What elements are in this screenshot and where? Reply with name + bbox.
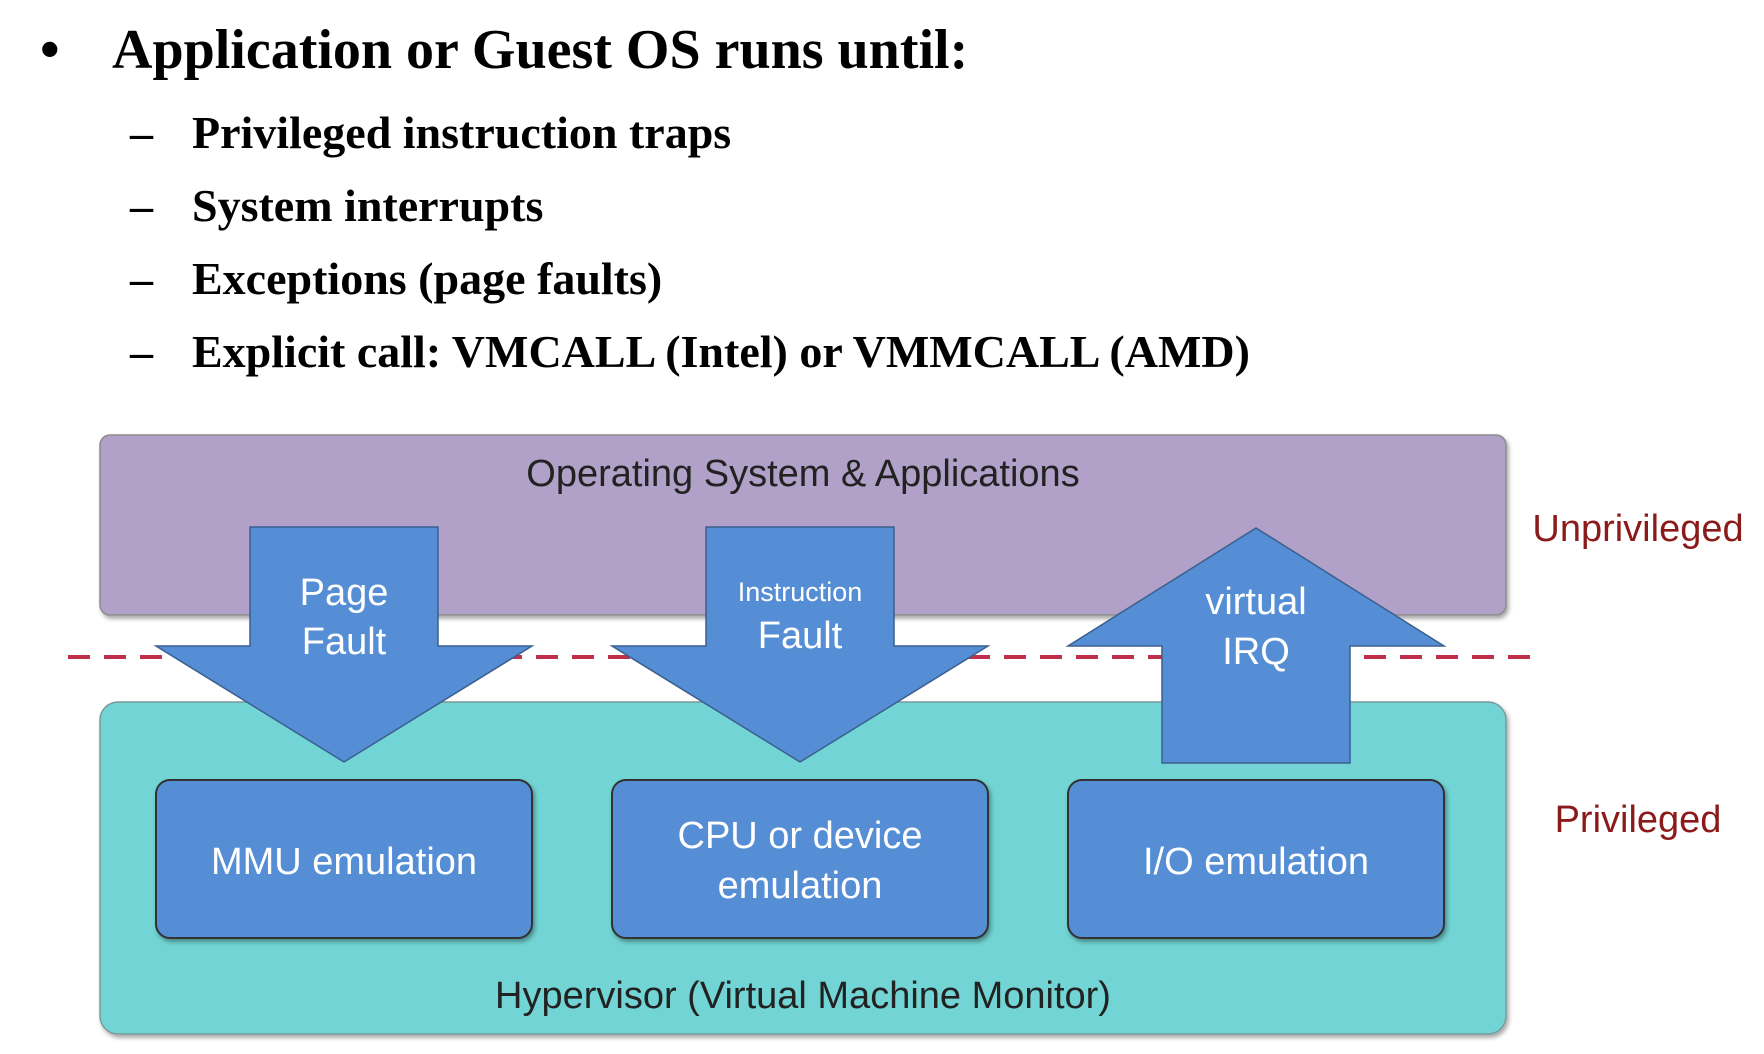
instruction-fault-arrow [609, 526, 991, 763]
cpu-emulation-box [611, 779, 989, 939]
cpu-emulation-label-line2: emulation [718, 865, 883, 907]
main-bullet: • Application or Guest OS runs until: [40, 14, 968, 86]
virtual-irq-label-line1: virtual [1205, 581, 1306, 623]
sub-bullet-text: System interrupts [192, 180, 544, 231]
sub-bullet-marker: – [130, 326, 153, 377]
page-fault-arrow [153, 526, 535, 763]
virtual-irq-arrow [1065, 527, 1447, 764]
io-emulation-label: I/O emulation [1143, 841, 1369, 883]
os-layer-label: Operating System & Applications [526, 453, 1079, 495]
bullet-list: •Application or Guest OS runs until: –Pr… [0, 0, 1764, 390]
sub-bullet-marker: – [130, 107, 153, 158]
io-emulation-box [1067, 779, 1445, 939]
virtual-irq-label-line2: IRQ [1222, 631, 1290, 673]
page-fault-label-line2: Fault [302, 621, 387, 663]
sub-bullet-marker: – [130, 253, 153, 304]
sub-bullet-item: –Privileged instruction traps [130, 96, 1250, 169]
bullet-marker: • [40, 19, 60, 81]
privileged-label: Privileged [1555, 799, 1722, 841]
unprivileged-label: Unprivileged [1532, 508, 1743, 550]
sub-bullet-item: –Exceptions (page faults) [130, 242, 1250, 315]
hypervisor-label: Hypervisor (Virtual Machine Monitor) [495, 975, 1111, 1017]
cpu-emulation-label-line1: CPU or device [678, 815, 923, 857]
instruction-fault-label-line1: Instruction [738, 577, 863, 607]
sub-bullet-marker: – [130, 180, 153, 231]
sub-bullet-list: –Privileged instruction traps –System in… [130, 96, 1250, 388]
main-bullet-text: Application or Guest OS runs until: [112, 19, 969, 81]
sub-bullet-text: Exceptions (page faults) [192, 253, 663, 304]
mmu-emulation-label: MMU emulation [211, 841, 477, 883]
sub-bullet-text: Privileged instruction traps [192, 107, 732, 158]
instruction-fault-label-line2: Fault [758, 615, 843, 657]
page-fault-label-line1: Page [300, 572, 389, 614]
sub-bullet-text: Explicit call: VMCALL (Intel) or VMMCALL… [192, 326, 1250, 377]
sub-bullet-item: –System interrupts [130, 169, 1250, 242]
mmu-emulation-box [155, 779, 533, 939]
sub-bullet-item: –Explicit call: VMCALL (Intel) or VMMCAL… [130, 315, 1250, 388]
